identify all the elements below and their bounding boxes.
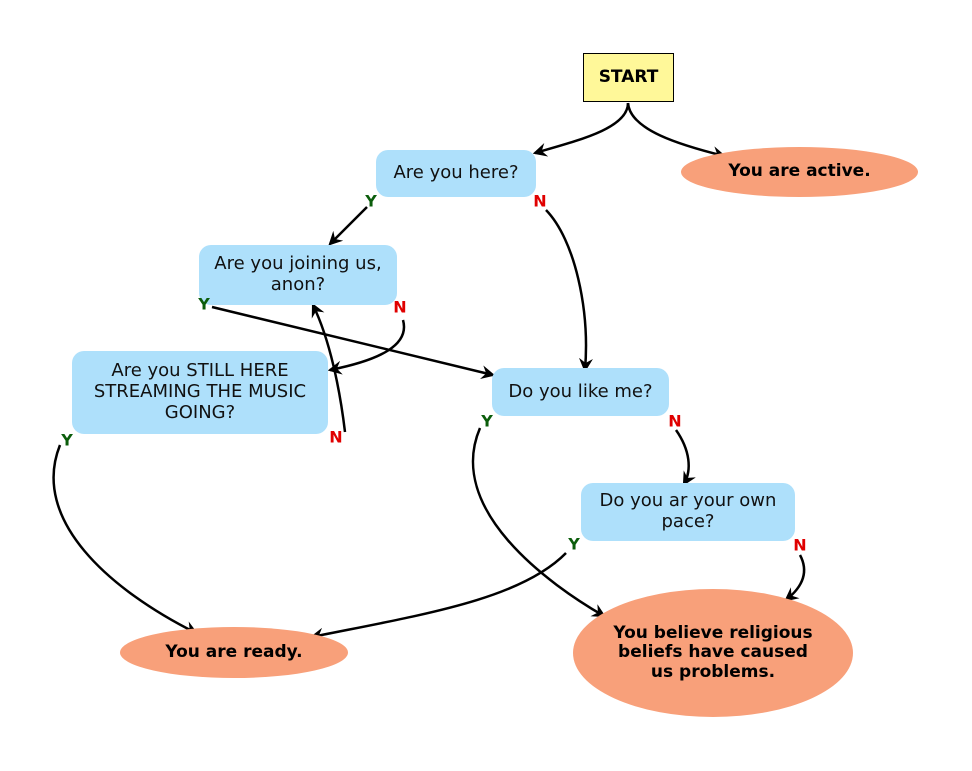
edge-still-yes-to-ready bbox=[52, 444, 199, 635]
edge-label-joining-no: N bbox=[393, 297, 407, 317]
edge-start-to-here bbox=[532, 102, 630, 157]
edge-label-here-yes: Y bbox=[365, 191, 377, 211]
edge-here-yes-to-joining bbox=[328, 206, 368, 246]
question-are-you-here: Are you here? bbox=[376, 150, 536, 197]
edge-like-no-to-pace bbox=[674, 429, 696, 487]
edge-start-to-active bbox=[626, 102, 727, 160]
edge-here-no-to-like bbox=[545, 209, 593, 373]
question-are-you-joining: Are you joining us, anon? bbox=[199, 245, 397, 305]
edge-label-joining-yes: Y bbox=[198, 294, 210, 314]
edge-label-pace-no: N bbox=[793, 535, 807, 555]
edge-joining-yes-to-like bbox=[211, 305, 496, 380]
outcome-you-are-ready: You are ready. bbox=[120, 627, 348, 678]
edge-pace-yes-to-ready bbox=[309, 552, 567, 642]
edge-label-still-no: N bbox=[329, 427, 343, 447]
edge-label-like-yes: Y bbox=[481, 411, 493, 431]
outcome-religious-beliefs: You believe religious beliefs have cause… bbox=[573, 589, 853, 717]
outcome-you-are-active: You are active. bbox=[681, 147, 918, 197]
edge-label-here-no: N bbox=[533, 191, 547, 211]
question-still-here-streaming: Are you STILL HERE STREAMING THE MUSIC G… bbox=[72, 351, 328, 434]
edge-label-like-no: N bbox=[668, 411, 682, 431]
edge-like-yes-to-beliefs bbox=[471, 427, 607, 618]
edge-joining-no-to-still bbox=[327, 319, 406, 375]
edge-label-pace-yes: Y bbox=[568, 534, 580, 554]
question-own-pace: Do you ar your own pace? bbox=[581, 483, 795, 541]
edge-label-still-yes: Y bbox=[61, 430, 73, 450]
start-node: START bbox=[583, 53, 674, 102]
edge-pace-no-to-beliefs bbox=[784, 554, 806, 602]
edge-still-no-to-joining bbox=[311, 302, 347, 433]
question-do-you-like-me: Do you like me? bbox=[492, 368, 669, 416]
